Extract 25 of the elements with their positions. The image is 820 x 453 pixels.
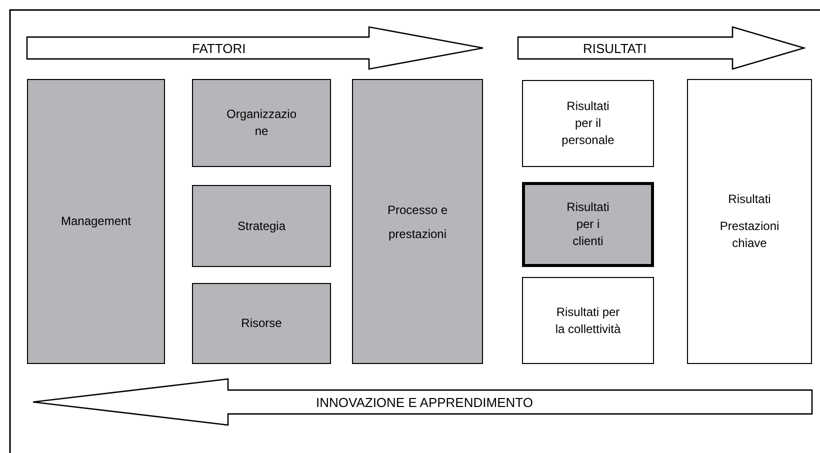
box-label: Risultati per i clienti — [566, 199, 610, 250]
box-label: Processo e prestazioni — [386, 202, 448, 242]
box-label: RISULTATI — [583, 40, 647, 56]
enabler-box — [192, 185, 331, 267]
box-label: Risultati per la collettività — [554, 304, 622, 338]
result-box — [687, 79, 812, 364]
result-box — [522, 80, 654, 167]
box-label: Prestazioni chiave — [718, 218, 780, 252]
left-arrow — [33, 379, 812, 425]
enabler-box — [352, 79, 483, 364]
result-box — [522, 182, 654, 267]
box-label: Management — [60, 213, 132, 230]
right-arrow — [27, 27, 483, 69]
enabler-box — [192, 79, 331, 167]
box-label: Strategia — [237, 218, 286, 234]
box-label: Risultati per il personale — [560, 98, 616, 149]
enabler-box — [192, 283, 331, 364]
box-label: FATTORI — [192, 40, 246, 56]
box-label: INNOVAZIONE E APPRENDIMENTO — [316, 394, 533, 410]
result-box — [522, 277, 654, 364]
enabler-box — [27, 79, 165, 364]
box-label: Risorse — [241, 315, 282, 332]
box-label: Risultati — [728, 191, 771, 208]
right-arrow — [518, 27, 804, 69]
box-label: Organizzazione — [225, 106, 298, 140]
